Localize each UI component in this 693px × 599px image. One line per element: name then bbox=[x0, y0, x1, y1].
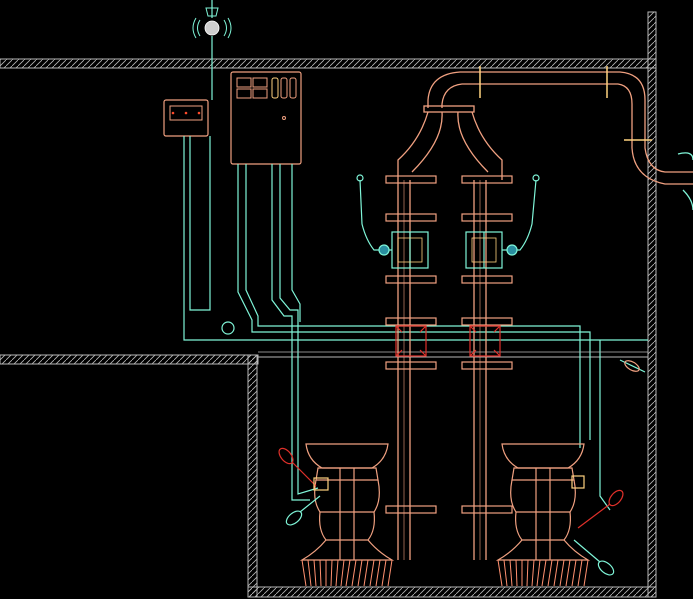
pit-left-wall bbox=[247, 354, 258, 598]
pit-floor bbox=[247, 586, 657, 598]
building-walls bbox=[0, 11, 657, 598]
check-valve-right bbox=[469, 325, 501, 357]
riser-flanges bbox=[385, 175, 513, 514]
float-switch-icon bbox=[624, 360, 640, 372]
alarm-beacon bbox=[192, 0, 232, 100]
cabinet-lock-icon bbox=[282, 116, 286, 120]
cabinet-display-panel bbox=[236, 77, 297, 99]
float-switch-icon bbox=[577, 489, 624, 529]
submersible-pump-right bbox=[495, 443, 591, 587]
submersible-pump-left bbox=[299, 443, 395, 587]
junction-box bbox=[163, 99, 209, 137]
gate-valve-right bbox=[465, 174, 540, 269]
float-switch-icon bbox=[285, 495, 321, 526]
floor-slab-left bbox=[0, 354, 259, 365]
beacon-lamp-icon bbox=[204, 20, 220, 36]
control-cables bbox=[183, 136, 648, 511]
float-switches bbox=[278, 360, 640, 576]
ceiling-slab bbox=[0, 58, 657, 69]
socket-outlet-icon bbox=[221, 321, 235, 335]
float-switch-icon bbox=[278, 447, 317, 487]
pump-control-cabinet bbox=[230, 71, 302, 165]
gate-valve-left bbox=[356, 174, 429, 269]
right-wall bbox=[647, 11, 657, 598]
float-switch-icon bbox=[573, 539, 615, 576]
check-valve-left bbox=[395, 325, 427, 357]
